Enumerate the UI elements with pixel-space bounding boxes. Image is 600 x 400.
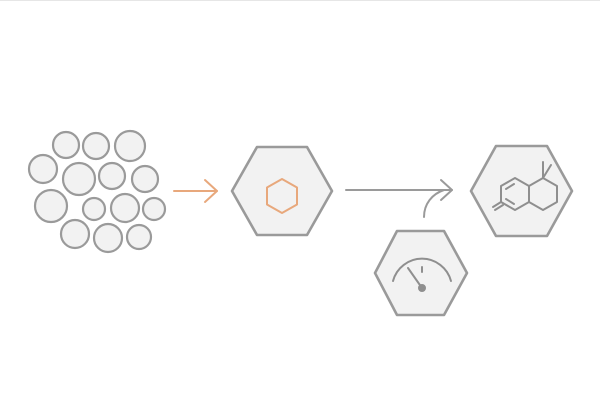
accent-arrow (173, 179, 218, 203)
main-arrow (345, 179, 453, 201)
cluster-circle (81, 131, 111, 161)
cluster-circle (125, 223, 153, 251)
catalyst-hexagon (230, 145, 334, 237)
cluster-circle (61, 161, 97, 197)
product-hexagon (469, 144, 574, 238)
top-divider (0, 0, 600, 1)
cluster-circle (141, 196, 167, 222)
cluster-circle (33, 188, 69, 224)
cluster-circle (109, 192, 141, 224)
cluster-circle (97, 161, 127, 191)
gauge-icon (392, 257, 452, 292)
bicyclic-molecule-icon (492, 161, 558, 211)
condition-hexagon (373, 229, 469, 317)
circles-cluster-icon (27, 129, 167, 254)
cluster-circle (59, 218, 91, 250)
cluster-circle (27, 153, 59, 185)
cluster-circle (81, 196, 107, 222)
cluster-circle (92, 222, 124, 254)
benzene-ring-icon (266, 178, 298, 214)
condition-connector (423, 189, 445, 218)
cluster-circle (113, 129, 147, 163)
cluster-circle (130, 164, 160, 194)
cluster-circle (51, 130, 81, 160)
